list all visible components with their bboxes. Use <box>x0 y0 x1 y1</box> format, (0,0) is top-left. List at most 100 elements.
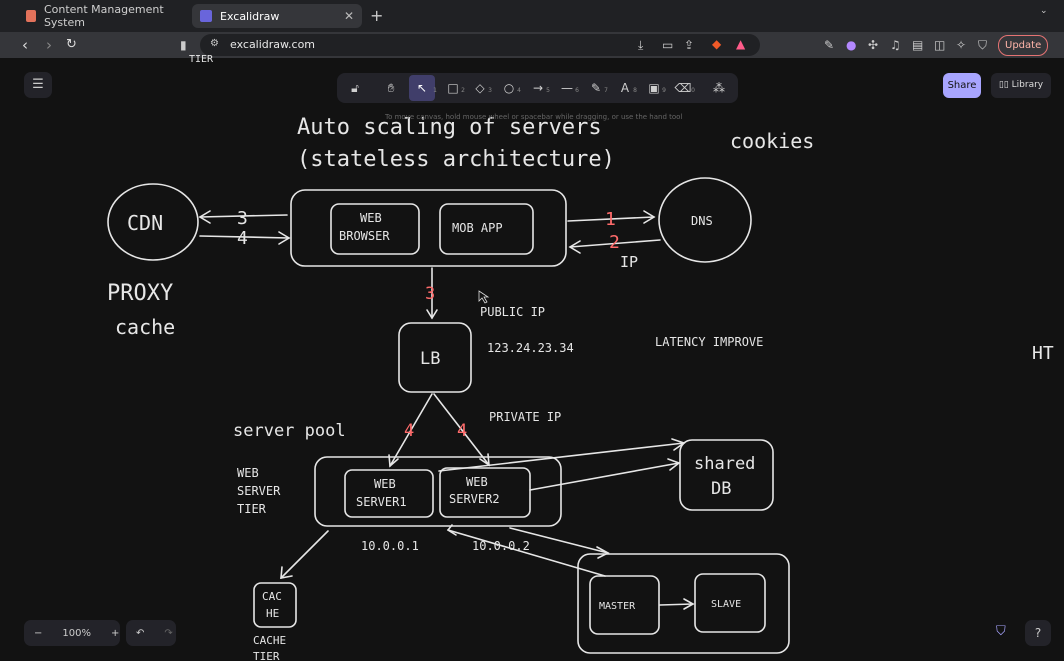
redo-icon[interactable]: ↷ <box>164 627 173 639</box>
zoom-level[interactable]: 100% <box>62 627 91 639</box>
draw-tool-icon[interactable]: ✎7 <box>590 81 608 95</box>
server1-ip: 10.0.0.1 <box>361 539 419 553</box>
line-tool-icon[interactable]: —6 <box>561 81 579 95</box>
new-tab-icon[interactable]: + <box>370 6 384 25</box>
rectangle-tool-icon[interactable]: □2 <box>447 81 465 95</box>
shared-db-label-1: shared <box>694 454 755 474</box>
tier-label-3: TIER <box>237 502 267 516</box>
lb-label: LB <box>420 349 440 369</box>
help-icon[interactable]: ? <box>1025 620 1051 646</box>
arrow-3-lb-label: 3 <box>425 284 435 304</box>
selection-tool-icon[interactable]: ↖1 <box>409 75 437 101</box>
extension-icon[interactable]: ● <box>846 38 857 52</box>
web-server2-box <box>439 467 531 518</box>
latency-label: LATENCY IMPROVE <box>655 335 763 349</box>
master-label: MASTER <box>599 601 636 612</box>
pen-extension-icon[interactable]: ✎ <box>824 38 835 52</box>
lock-icon[interactable]: 🔓︎ <box>351 81 359 95</box>
tab-label: Excalidraw <box>220 9 280 23</box>
tier-label-1: WEB <box>237 466 259 480</box>
tab-content-management[interactable]: Content Management System <box>18 3 188 29</box>
zoom-in-icon[interactable]: + <box>110 627 120 639</box>
dns-circle <box>658 177 752 263</box>
brave-shield-icon[interactable]: ◆ <box>712 37 722 51</box>
canvas-hint: To move canvas, hold mouse wheel or spac… <box>385 113 683 121</box>
tab-excalidraw[interactable]: Excalidraw ✕ <box>192 4 362 28</box>
image-tool-icon[interactable]: ▣9 <box>648 81 666 95</box>
undo-icon[interactable]: ↶ <box>136 627 145 639</box>
zoom-group: − 100% + <box>24 620 120 646</box>
web-browser-label-1: WEB <box>360 211 382 225</box>
music-icon[interactable]: ♫ <box>890 38 901 52</box>
lb-box <box>398 322 472 393</box>
more-tools-icon[interactable]: ⁂ <box>713 81 725 95</box>
cdn-label: CDN <box>127 211 163 235</box>
arrow-2-label: 2 <box>609 232 620 253</box>
web-browser-label-2: BROWSER <box>339 229 390 243</box>
close-tab-icon[interactable]: ✕ <box>343 9 354 23</box>
arrow-4-ws2-label: 4 <box>457 421 467 441</box>
tab-favicon-icon <box>26 10 36 22</box>
arrow-1-label: 1 <box>605 209 616 230</box>
address-bar[interactable]: ⚙ excalidraw.com ⤓ ▭ ⇪ ◆ ▲ <box>200 34 760 56</box>
reload-icon[interactable]: ↻ <box>66 37 77 52</box>
master-box <box>589 575 660 635</box>
cookies-label: cookies <box>730 129 814 153</box>
tab-search-icon[interactable]: ⌄ <box>1040 6 1048 16</box>
mob-app-label: MOB APP <box>452 221 503 235</box>
leo-icon[interactable]: ✧ <box>956 38 967 52</box>
ellipse-tool-icon[interactable]: ○4 <box>503 81 521 95</box>
public-ip-address: 123.24.23.34 <box>487 341 574 355</box>
server-pool-label: server pool <box>233 421 346 441</box>
zoom-out-icon[interactable]: − <box>34 627 43 639</box>
mouse-cursor-icon <box>478 290 490 304</box>
share-page-icon[interactable]: ⇪ <box>684 38 695 52</box>
hand-icon[interactable]: ✋︎ <box>387 81 395 95</box>
title-line2: (stateless architecture) <box>297 147 615 172</box>
cache-box-label-2: HE <box>266 607 279 620</box>
tier-label-2: SERVER <box>237 484 281 498</box>
cache-box <box>253 582 297 628</box>
eraser-tool-icon[interactable]: ⌫0 <box>674 81 695 95</box>
shared-db-box <box>679 439 774 511</box>
main-menu-icon[interactable]: ☰ <box>24 72 52 98</box>
cast-icon[interactable]: ▭ <box>662 38 674 52</box>
ws1-label-1: WEB <box>374 477 396 491</box>
title-line1: Auto scaling of servers <box>297 115 602 140</box>
rewards-icon[interactable]: ▲ <box>736 37 746 51</box>
back-icon[interactable]: ‹ <box>22 36 28 54</box>
public-ip-label: PUBLIC IP <box>480 305 545 319</box>
server2-ip: 10.0.0.2 <box>472 539 530 553</box>
puzzle-icon[interactable]: ✣ <box>868 38 879 52</box>
forward-icon[interactable]: › <box>46 36 52 54</box>
library-button[interactable]: ▯▯ Library <box>991 73 1051 98</box>
drawing-canvas[interactable] <box>0 58 1064 658</box>
ip-label: IP <box>620 253 638 271</box>
update-button[interactable]: Update <box>998 35 1049 56</box>
share-button[interactable]: Share <box>943 73 981 98</box>
ws1-label-2: SERVER1 <box>356 495 407 509</box>
arrow-4-ws1-label: 4 <box>404 421 414 441</box>
site-settings-icon[interactable]: ⚙ <box>210 38 219 49</box>
undo-redo-group: ↶ ↷ <box>126 620 176 646</box>
diamond-tool-icon[interactable]: ◇3 <box>475 81 492 95</box>
cdn-circle <box>107 183 199 261</box>
vpn-icon[interactable]: ⛉ <box>978 38 988 52</box>
db-cluster-box <box>577 553 790 654</box>
cache-tier-label-2: TIER <box>253 650 280 661</box>
mob-app-box <box>439 203 534 255</box>
sidebar-icon[interactable]: ◫ <box>934 38 946 52</box>
bookmark-icon[interactable]: ▮ <box>180 38 187 52</box>
arrow-tool-icon[interactable]: →5 <box>532 81 550 95</box>
reading-list-icon[interactable]: ▤ <box>912 38 924 52</box>
shared-db-label-2: DB <box>711 479 731 499</box>
encryption-shield-icon: ⛉ <box>996 624 1006 639</box>
excalidraw-favicon-icon <box>200 10 212 22</box>
library-icon: ▯▯ <box>998 80 1012 90</box>
ht-label: HT <box>1032 343 1054 364</box>
dns-label: DNS <box>691 214 713 228</box>
download-icon[interactable]: ⤓ <box>638 38 644 52</box>
cache-tier-label-1: CACHE <box>253 634 286 647</box>
